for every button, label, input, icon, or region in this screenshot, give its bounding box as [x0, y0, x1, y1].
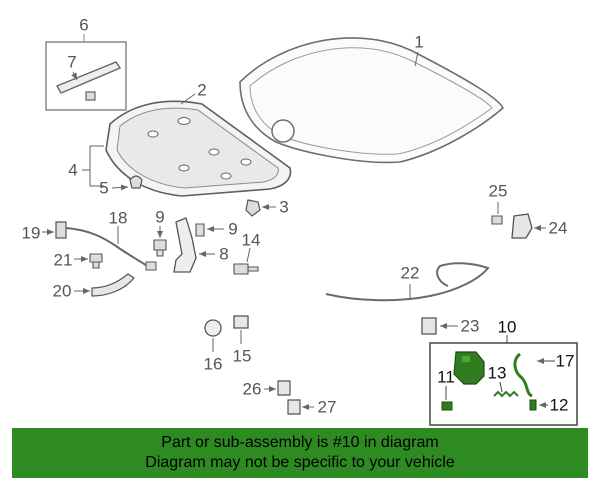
notice-banner: Part or sub-assembly is #10 in diagram D… [12, 428, 588, 478]
part-8-support-bracket [173, 217, 197, 273]
callout-25[interactable]: 25 [488, 181, 508, 201]
part-9-bolt-b [195, 223, 205, 237]
callout-11[interactable]: 11 [437, 367, 455, 387]
part-16-plug [204, 319, 222, 337]
callout-6[interactable]: 6 [79, 15, 89, 35]
callout-23[interactable]: 23 [460, 316, 480, 336]
callout-14[interactable]: 14 [241, 230, 261, 250]
part-11-bolt [441, 401, 453, 411]
part-22-release-cable [325, 262, 490, 302]
callout-20[interactable]: 20 [52, 281, 72, 301]
callout-17[interactable]: 17 [555, 351, 575, 371]
callout-4[interactable]: 4 [68, 160, 78, 180]
callout-9[interactable]: 9 [155, 207, 165, 227]
hood-insulator-pad [105, 100, 292, 197]
callout-7[interactable]: 7 [67, 52, 77, 72]
callout-21[interactable]: 21 [53, 250, 73, 270]
part-3-clip [245, 199, 261, 217]
callout-10[interactable]: 10 [497, 317, 517, 337]
part-18-support-rod [65, 227, 151, 269]
inset-box-6 [45, 41, 127, 111]
strip-clip [85, 91, 96, 101]
part-26-cap [277, 380, 291, 396]
box-10-latch-assembly [429, 342, 578, 426]
callout-19[interactable]: 19 [21, 223, 41, 243]
callout-18[interactable]: 18 [108, 208, 128, 228]
callout-12[interactable]: 12 [549, 395, 569, 415]
part-10-latch [453, 351, 485, 385]
part-13-spring [493, 390, 519, 398]
callout-27[interactable]: 27 [317, 397, 337, 417]
part-19-grommet [55, 221, 67, 239]
callout-5[interactable]: 5 [99, 178, 109, 198]
part-20-rod-holder [91, 273, 135, 297]
hood-panel [239, 37, 504, 164]
callout-26[interactable]: 26 [242, 379, 262, 399]
callout-15[interactable]: 15 [232, 346, 252, 366]
callout-2[interactable]: 2 [197, 80, 207, 100]
part-23-bumper [421, 317, 437, 335]
part-24-hinge [511, 213, 533, 239]
banner-line-1: Part or sub-assembly is #10 in diagram [161, 434, 439, 451]
callout-9[interactable]: 9 [228, 219, 238, 239]
part-27-cap [287, 399, 301, 415]
callout-24[interactable]: 24 [548, 218, 568, 238]
part-21-bolt [89, 253, 103, 269]
part-17-latch-cable [513, 352, 533, 398]
callout-8[interactable]: 8 [219, 244, 229, 264]
callout-22[interactable]: 22 [400, 263, 420, 283]
part-14-bolt [233, 263, 259, 275]
callout-3[interactable]: 3 [279, 197, 289, 217]
part-15-cushion [233, 315, 249, 329]
callout-16[interactable]: 16 [203, 354, 223, 374]
hood-seal-strip [55, 61, 122, 94]
callout-1[interactable]: 1 [414, 32, 424, 52]
callout-13[interactable]: 13 [487, 363, 507, 383]
part-5-clip [129, 175, 143, 189]
part-12-pin [529, 399, 537, 411]
part-9-bolt-a [153, 239, 167, 257]
part-25-bolt [491, 215, 503, 225]
banner-line-2: Diagram may not be specific to your vehi… [145, 454, 455, 471]
